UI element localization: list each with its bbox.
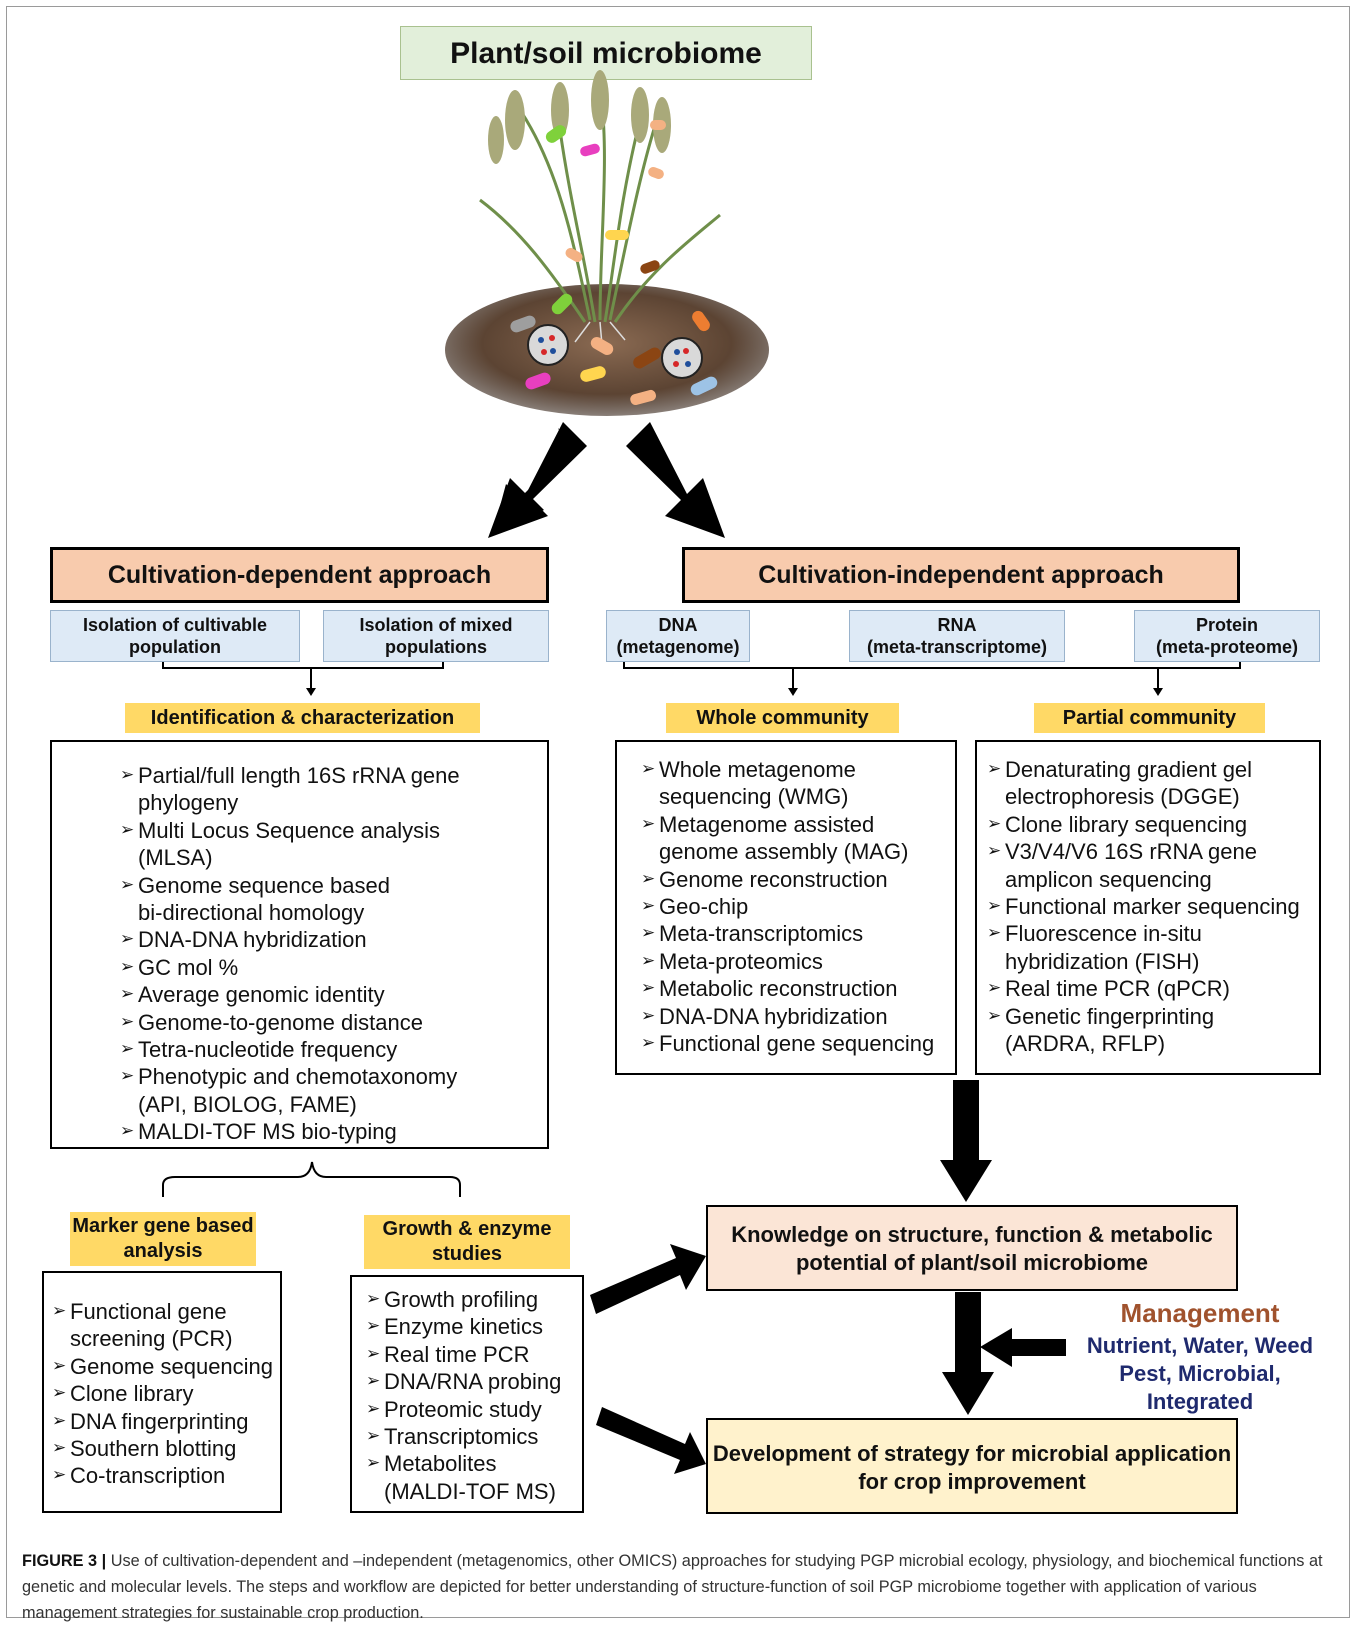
list-item: Average genomic identity (120, 981, 537, 1009)
dna-sublabel: (metagenome) (616, 637, 740, 657)
list-item: Meta-proteomics (641, 948, 949, 976)
identification-label: Identification & characterization (125, 703, 480, 733)
dna-label: DNA (658, 615, 698, 635)
list-item: Southern blotting (52, 1435, 280, 1463)
list-item: Functional marker sequencing (987, 893, 1317, 921)
down-arrow-knowledge (940, 1080, 992, 1202)
caption-text: Use of cultivation-dependent and –indepe… (22, 1552, 1323, 1622)
list-item: Genome sequencing (52, 1353, 280, 1381)
list-item: DNA-DNA hybridization (641, 1003, 949, 1031)
list-item: Co-transcription (52, 1462, 280, 1490)
whole-community-list: Whole metagenome sequencing (WMG) Metage… (615, 740, 957, 1075)
rna-box: RNA (meta-transcriptome) (849, 610, 1065, 662)
list-item: Functional gene screening (PCR) (52, 1298, 280, 1353)
list-item: Real time PCR (qPCR) (987, 975, 1317, 1003)
list-item: V3/V4/V6 16S rRNA gene amplicon sequenci… (987, 838, 1317, 893)
partial-community-list: Denaturating gradient gel electrophoresi… (975, 740, 1321, 1075)
figure-frame (6, 6, 1350, 1618)
marker-gene-list: Functional gene screening (PCR) Genome s… (42, 1271, 282, 1513)
management-arrow (980, 1328, 1066, 1367)
partial-community-label: Partial community (1034, 703, 1265, 733)
diagram-graphics (162, 70, 1241, 1474)
figure-caption: FIGURE 3 | Use of cultivation-dependent … (22, 1548, 1342, 1626)
list-item: Functional gene sequencing (641, 1030, 949, 1058)
list-item: Proteomic study (366, 1396, 582, 1424)
list-item: Genome sequence based bi-directional hom… (120, 872, 537, 927)
list-item: DNA fingerprinting (52, 1408, 280, 1436)
growth-enzyme-list: Growth profiling Enzyme kinetics Real ti… (350, 1275, 584, 1513)
list-item: Clone library sequencing (987, 811, 1317, 839)
management-title: Management (1120, 1298, 1280, 1328)
left-down-arrow (488, 422, 587, 538)
list-item: Geo-chip (641, 893, 949, 921)
isolation-cultivable-box: Isolation of cultivable population (50, 610, 300, 662)
list-item: DNA/RNA probing (366, 1368, 582, 1396)
rna-sublabel: (meta-transcriptome) (866, 637, 1048, 657)
list-item: Phenotypic and chemotaxonomy (API, BIOLO… (120, 1063, 537, 1118)
list-item: GC mol % (120, 954, 537, 982)
right-down-arrow (626, 422, 725, 538)
list-item: Growth profiling (366, 1286, 582, 1314)
curly-bracket (162, 1161, 461, 1197)
list-item: Real time PCR (366, 1341, 582, 1369)
list-item: Clone library (52, 1380, 280, 1408)
identification-list: Partial/full length 16S rRNA gene phylog… (50, 740, 549, 1149)
protein-sublabel: (meta-proteome) (1155, 637, 1298, 657)
list-item: DNA-DNA hybridization (120, 926, 537, 954)
whole-community-label: Whole community (666, 703, 899, 733)
list-item: Metabolic reconstruction (641, 975, 949, 1003)
knowledge-box: Knowledge on structure, function & metab… (706, 1205, 1238, 1291)
list-item: Meta-transcriptomics (641, 920, 949, 948)
list-item: Genome reconstruction (641, 866, 949, 894)
list-item: Metagenome assisted genome assembly (MAG… (641, 811, 949, 866)
list-item: Denaturating gradient gel electrophoresi… (987, 756, 1317, 811)
list-item: Whole metagenome sequencing (WMG) (641, 756, 949, 811)
growth-to-development-arrow (596, 1407, 706, 1474)
list-item: Partial/full length 16S rRNA gene phylog… (120, 762, 537, 817)
rna-label: RNA (937, 615, 977, 635)
protein-label: Protein (1195, 615, 1258, 635)
marker-gene-label: Marker gene based analysis (70, 1212, 256, 1266)
cultivation-independent-heading: Cultivation-independent approach (682, 547, 1240, 603)
list-item: Enzyme kinetics (366, 1313, 582, 1341)
down-arrow-development (942, 1292, 994, 1415)
list-item: MALDI-TOF MS bio-typing (120, 1118, 537, 1146)
growth-to-knowledge-arrow (590, 1244, 706, 1314)
management-items: Nutrient, Water, Weed Pest, Microbial, I… (1086, 1333, 1314, 1414)
development-box: Development of strategy for microbial ap… (706, 1418, 1238, 1514)
list-item: Transcriptomics (366, 1423, 582, 1451)
growth-enzyme-label: Growth & enzyme studies (364, 1215, 570, 1269)
dna-box: DNA (metagenome) (606, 610, 750, 662)
cultivation-dependent-heading: Cultivation-dependent approach (50, 547, 549, 603)
list-item: Genetic fingerprinting (ARDRA, RFLP) (987, 1003, 1317, 1058)
caption-label: FIGURE 3 | (22, 1552, 107, 1570)
list-item: Fluorescence in-situ hybridization (FISH… (987, 920, 1317, 975)
list-item: Genome-to-genome distance (120, 1009, 537, 1037)
plant-soil-illustration (445, 70, 769, 416)
isolation-mixed-box: Isolation of mixed populations (323, 610, 549, 662)
list-item: Metabolites (MALDI-TOF MS) (366, 1450, 582, 1505)
list-item: Tetra-nucleotide frequency (120, 1036, 537, 1064)
list-item: Multi Locus Sequence analysis (MLSA) (120, 817, 537, 872)
protein-box: Protein (meta-proteome) (1134, 610, 1320, 662)
